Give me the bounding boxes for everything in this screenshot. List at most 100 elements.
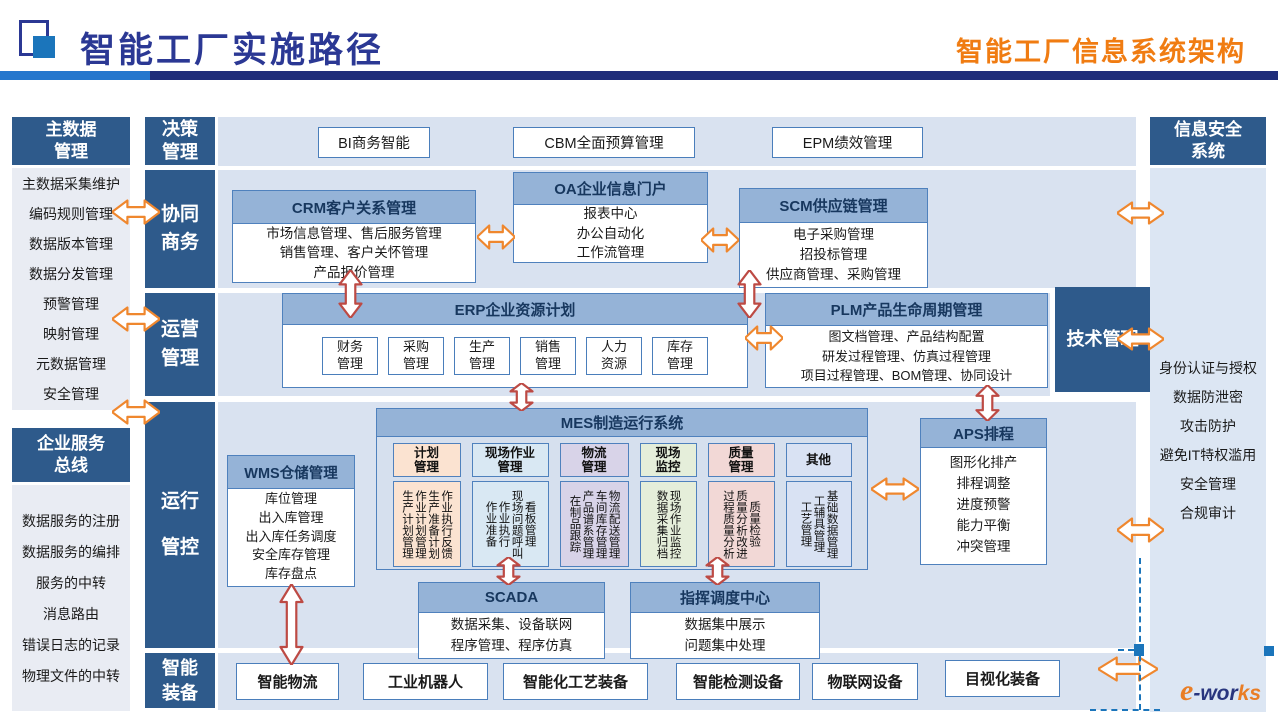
mes-col-monitor: 现场监控 数据采集归档 现场作业监控: [639, 443, 697, 567]
list-item: 数据服务的编排: [22, 543, 120, 560]
list-item: 映射管理: [43, 326, 99, 342]
mes-item: 作业执行: [497, 501, 510, 547]
aps-title: APS排程: [921, 419, 1046, 448]
erp-title: ERP企业资源计划: [283, 294, 747, 325]
equipment-box: 智能化工艺装备: [503, 663, 648, 700]
section-control: 运行管控: [145, 402, 215, 648]
aps-body: 图形化排产 排程调整 进度预警 能力平衡 冲突管理: [921, 448, 1046, 563]
aps-line: 排程调整: [956, 476, 1011, 492]
logo-mid: -wor: [1193, 682, 1238, 705]
oa-line: 办公自动化: [576, 225, 645, 241]
mes-item: 生产计划管理: [400, 489, 413, 559]
title-underline-right: [150, 71, 1278, 80]
erp-module: 销售管理: [520, 337, 576, 375]
mes-col-quality: 质量管理 过程质量分析 质量分析改进 质量检验: [707, 443, 775, 567]
mes-item: 数据采集归档: [655, 489, 668, 559]
erp-modules: 财务管理 采购管理 生产管理 销售管理 人力资源 库存管理: [283, 325, 747, 387]
mes-item: 作业计划管理: [414, 489, 426, 559]
erp-module: 人力资源: [586, 337, 642, 375]
mes-col-other: 其他 工艺管理 工辅具管理 基础数据管理: [785, 443, 852, 567]
master-data-list: 主数据采集维护 编码规则管理 数据版本管理 数据分发管理 预警管理 映射管理 元…: [12, 168, 130, 410]
mes-item: 基础数据管理: [825, 489, 838, 559]
erp-module: 采购管理: [388, 337, 444, 375]
arrow-mes-dispatch: [705, 557, 730, 585]
selection-handle: [1134, 644, 1144, 656]
esb-header: 企业服务总线: [12, 428, 130, 482]
arrow-scm-plm: [737, 270, 762, 318]
mes-item: 在制品跟踪: [568, 495, 581, 553]
page-title: 智能工厂实施路径: [80, 31, 385, 70]
scm-line: 供应商管理、采购管理: [766, 267, 901, 283]
mes-item: 工艺管理: [799, 501, 812, 547]
aps-line: 图形化排产: [949, 455, 1018, 471]
mes-item: 工辅具管理: [812, 495, 825, 553]
wms-line: 出入库任务调度: [245, 528, 337, 544]
wms-box: WMS仓储管理 库位管理 出入库管理 出入库任务调度 安全库存管理 库存盘点: [227, 455, 355, 587]
page-subtitle: 智能工厂信息系统架构: [956, 37, 1246, 67]
erp-module: 财务管理: [322, 337, 378, 375]
bi-box: BI商务智能: [318, 127, 430, 158]
list-item: 错误日志的记录: [22, 636, 120, 653]
dispatch-box: 指挥调度中心 数据集中展示 问题集中处理: [630, 582, 820, 659]
scada-line: 数据采集、设备联网: [450, 617, 573, 633]
mes-item: 作业准备: [484, 501, 497, 547]
arrow-master-collab: [112, 199, 160, 225]
arrow-crm-oa: [477, 224, 515, 250]
mes-item: 质量检验: [748, 501, 761, 547]
list-item: 数据分发管理: [29, 266, 113, 282]
erp-module: 库存管理: [652, 337, 708, 375]
plm-body: 图文档管理、产品结构配置 研发过程管理、仿真过程管理 项目过程管理、BOM管理、…: [766, 326, 1047, 387]
arrow-scm-security: [1117, 201, 1164, 225]
oa-line: 报表中心: [583, 206, 638, 222]
section-collab: 协同商务: [145, 170, 215, 288]
mes-item: 车间库存管理: [594, 489, 607, 559]
selection-dash: [1118, 649, 1134, 651]
mes-item: 作业执行反馈: [440, 489, 453, 559]
scada-box: SCADA 数据采集、设备联网 程序管理、程序仿真: [418, 582, 605, 659]
list-item: 消息路由: [43, 605, 99, 622]
plm-line: 研发过程管理、仿真过程管理: [821, 348, 991, 364]
scm-body: 电子采购管理 招投标管理 供应商管理、采购管理: [740, 223, 927, 287]
list-item: 攻击防护: [1180, 417, 1236, 434]
wms-line: 出入库管理: [258, 509, 324, 525]
equipment-box: 智能物流: [236, 663, 339, 700]
erp-box: ERP企业资源计划 财务管理 采购管理 生产管理 销售管理 人力资源 库存管理: [282, 293, 748, 388]
mes-item: 过程质量分析: [721, 489, 734, 559]
oa-title: OA企业信息门户: [514, 173, 707, 205]
dispatch-body: 数据集中展示 问题集中处理: [631, 613, 819, 658]
selection-handle: [1264, 646, 1274, 656]
logo-e: e: [1180, 674, 1194, 707]
wms-line: 安全库存管理: [251, 547, 330, 563]
list-item: 元数据管理: [36, 356, 106, 372]
list-item: 物理文件的中转: [22, 667, 120, 684]
list-item: 数据版本管理: [29, 236, 113, 252]
section-decision: 决策管理: [145, 117, 215, 165]
arrow-plm-aps: [975, 385, 1000, 421]
dispatch-title: 指挥调度中心: [631, 583, 819, 613]
list-item: 安全管理: [1180, 475, 1236, 492]
crm-title: CRM客户关系管理: [233, 191, 475, 224]
crm-line: 销售管理、客户关怀管理: [279, 245, 429, 261]
oa-box: OA企业信息门户 报表中心 办公自动化 工作流管理: [513, 172, 708, 263]
scm-line: 电子采购管理: [793, 226, 874, 242]
title-bullet-filled-square: [33, 36, 55, 58]
erp-module: 生产管理: [454, 337, 510, 375]
arrow-erp-mes: [509, 383, 534, 411]
tech-mgmt-box: 技术管理: [1055, 287, 1150, 392]
crm-body: 市场信息管理、售后服务管理 销售管理、客户关怀管理 产品报价管理: [233, 224, 475, 282]
mes-col-logistics: 物流管理 在制品跟踪 产品谱系管理 车间库存管理 物流配送管理: [559, 443, 629, 567]
mes-item: 产品谱系管理: [581, 489, 594, 559]
logo-ks: ks: [1237, 682, 1262, 705]
mes-item: 看板管理: [523, 501, 536, 547]
mes-item: 物流配送管理: [607, 489, 620, 559]
dispatch-line: 问题集中处理: [684, 637, 766, 653]
mes-columns: 计划管理 生产计划管理 作业计划管理 生产准备计划 作业执行反馈 现场作业管理 …: [377, 437, 867, 567]
list-item: 服务的中转: [36, 574, 106, 591]
equipment-box: 物联网设备: [812, 663, 918, 700]
security-list: 身份认证与授权 数据防泄密 攻击防护 避免IT特权滥用 安全管理 合规审计: [1150, 168, 1266, 712]
plm-title: PLM产品生命周期管理: [766, 294, 1047, 326]
cbm-box: CBM全面预算管理: [513, 127, 695, 158]
aps-box: APS排程 图形化排产 排程调整 进度预警 能力平衡 冲突管理: [920, 418, 1047, 565]
arrow-crm-erp: [338, 270, 363, 318]
